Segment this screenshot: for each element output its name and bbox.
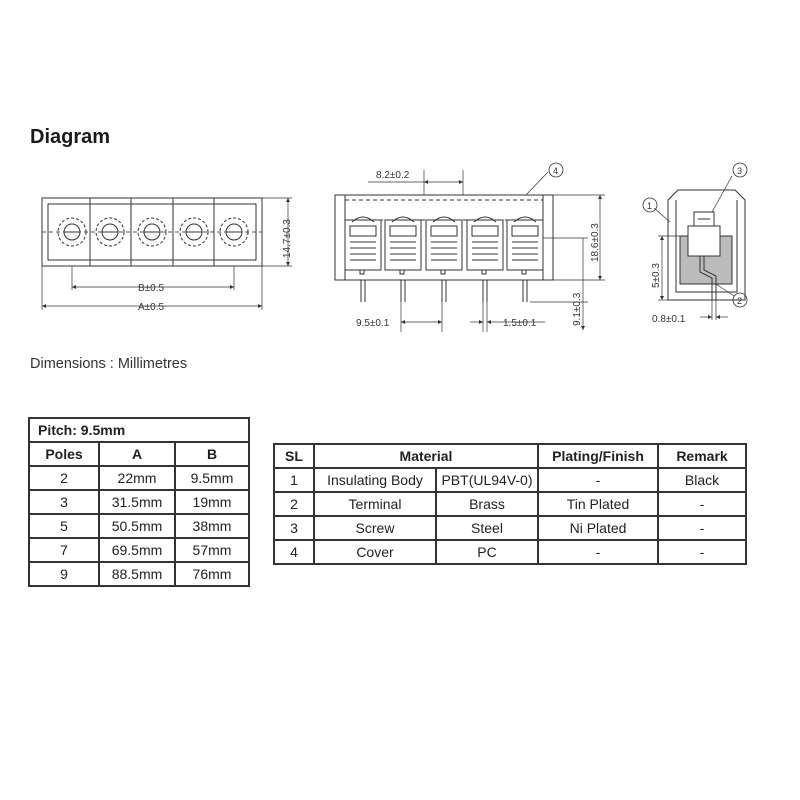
front-dim-height: 14.7±0.3 bbox=[282, 219, 293, 258]
pitch-title: Pitch: 9.5mm bbox=[30, 419, 248, 441]
table-row: 5 50.5mm 38mm bbox=[30, 515, 248, 537]
table-row: 2 22mm 9.5mm bbox=[30, 467, 248, 489]
callout-3-label: 3 bbox=[737, 166, 742, 176]
table-cell: - bbox=[659, 493, 745, 515]
side-dim-height: 18.6±0.3 bbox=[590, 223, 601, 262]
table-cell: 22mm bbox=[100, 467, 174, 489]
front-pole-2 bbox=[95, 217, 125, 247]
side-terminal-5 bbox=[506, 216, 544, 302]
table-cell: 57mm bbox=[176, 539, 248, 561]
side-dim-pin-length: 9.1±0.3 bbox=[572, 292, 583, 326]
table-cell: Screw bbox=[315, 517, 435, 539]
side-dim-pitch-top: 8.2±0.2 bbox=[376, 170, 410, 181]
table-cell: 9 bbox=[30, 563, 98, 585]
front-dim-b: B±0.5 bbox=[138, 283, 164, 294]
material-header-material: Material bbox=[315, 445, 537, 467]
table-cell: 31.5mm bbox=[100, 491, 174, 513]
table-cell: Black bbox=[659, 469, 745, 491]
table-cell: 19mm bbox=[176, 491, 248, 513]
table-cell: 3 bbox=[275, 517, 313, 539]
section-dim-pin: 0.8±0.1 bbox=[652, 314, 686, 325]
table-cell: 38mm bbox=[176, 515, 248, 537]
page-title: Diagram bbox=[30, 126, 111, 148]
callout-1-label: 1 bbox=[647, 201, 652, 211]
side-terminal-1 bbox=[344, 216, 382, 302]
table-cell: - bbox=[659, 541, 745, 563]
material-header-remark: Remark bbox=[659, 445, 745, 467]
front-view bbox=[41, 197, 292, 310]
table-cell: 3 bbox=[30, 491, 98, 513]
side-view bbox=[334, 162, 605, 332]
table-cell: - bbox=[659, 517, 745, 539]
side-dim-pitch-bottom: 9.5±0.1 bbox=[356, 318, 390, 329]
callout-2-label: 2 bbox=[737, 296, 742, 306]
table-cell: 88.5mm bbox=[100, 563, 174, 585]
table-cell: 1 bbox=[275, 469, 313, 491]
pitch-header-b: B bbox=[176, 443, 248, 465]
front-dim-a: A±0.5 bbox=[138, 302, 164, 313]
table-cell: Cover bbox=[315, 541, 435, 563]
material-table: SL Material Plating/Finish Remark 1 Insu… bbox=[273, 443, 747, 565]
table-cell: Brass bbox=[437, 493, 537, 515]
table-cell: Tin Plated bbox=[539, 493, 657, 515]
table-cell: 50.5mm bbox=[100, 515, 174, 537]
table-row: 7 69.5mm 57mm bbox=[30, 539, 248, 561]
front-pole-5 bbox=[219, 217, 249, 247]
table-row: 2 Terminal Brass Tin Plated - bbox=[275, 493, 745, 515]
table-cell: - bbox=[539, 541, 657, 563]
technical-drawing: B±0.5 A±0.5 14.7±0.3 bbox=[41, 162, 748, 332]
pitch-table: Pitch: 9.5mm Poles A B 2 22mm 9.5mm 3 31… bbox=[28, 417, 250, 587]
side-terminal-4 bbox=[466, 216, 504, 302]
dimensions-note: Dimensions : Millimetres bbox=[30, 356, 188, 372]
table-row: 1 Insulating Body PBT(UL94V-0) - Black bbox=[275, 469, 745, 491]
table-cell: - bbox=[539, 469, 657, 491]
table-cell: 69.5mm bbox=[100, 539, 174, 561]
material-header-plating: Plating/Finish bbox=[539, 445, 657, 467]
pitch-header-a: A bbox=[100, 443, 174, 465]
side-terminal-3 bbox=[425, 216, 463, 302]
table-cell: 2 bbox=[275, 493, 313, 515]
pitch-header-poles: Poles bbox=[30, 443, 98, 465]
front-pole-4 bbox=[179, 217, 209, 247]
table-cell: 2 bbox=[30, 467, 98, 489]
cross-section-view bbox=[642, 162, 748, 320]
table-row: 4 Cover PC - - bbox=[275, 541, 745, 563]
side-terminal-2 bbox=[384, 216, 422, 302]
table-cell: PC bbox=[437, 541, 537, 563]
table-row: 3 Screw Steel Ni Plated - bbox=[275, 517, 745, 539]
table-cell: Terminal bbox=[315, 493, 435, 515]
table-row: 9 88.5mm 76mm bbox=[30, 563, 248, 585]
table-cell: 7 bbox=[30, 539, 98, 561]
table-cell: Ni Plated bbox=[539, 517, 657, 539]
table-cell: Insulating Body bbox=[315, 469, 435, 491]
table-cell: PBT(UL94V-0) bbox=[437, 469, 537, 491]
table-cell: 5 bbox=[30, 515, 98, 537]
material-header-sl: SL bbox=[275, 445, 313, 467]
table-cell: Steel bbox=[437, 517, 537, 539]
front-pole-3 bbox=[137, 217, 167, 247]
table-cell: 4 bbox=[275, 541, 313, 563]
front-pole-1 bbox=[57, 217, 87, 247]
table-cell: 76mm bbox=[176, 563, 248, 585]
section-dim-5: 5±0.3 bbox=[651, 263, 662, 288]
callout-4-label: 4 bbox=[553, 166, 558, 176]
table-row: 3 31.5mm 19mm bbox=[30, 491, 248, 513]
table-cell: 9.5mm bbox=[176, 467, 248, 489]
side-dim-pin-width: 1.5±0.1 bbox=[503, 318, 537, 329]
